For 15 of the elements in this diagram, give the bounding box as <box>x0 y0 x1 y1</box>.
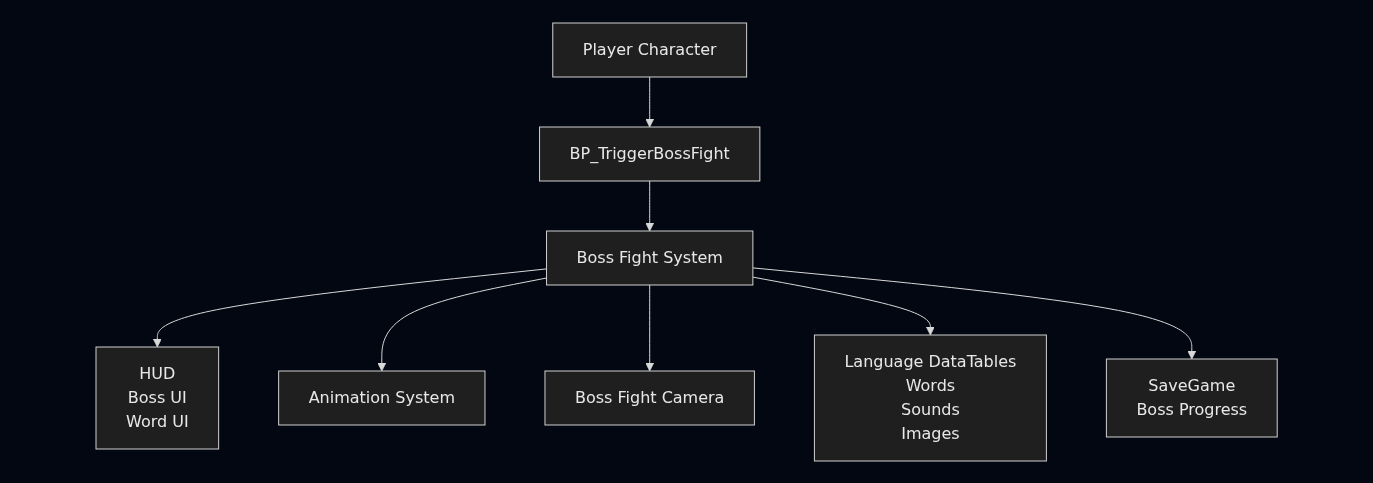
node-box: Boss Fight Camera <box>544 370 755 425</box>
arrow <box>645 180 654 231</box>
arrow <box>377 277 547 371</box>
arrow <box>752 266 1197 359</box>
node-box: Player Character <box>552 22 747 77</box>
arrow <box>752 276 935 335</box>
node-box: HUD Boss UI Word UI <box>95 346 220 449</box>
node-box: BP_TriggerBossFight <box>538 126 761 181</box>
arrow <box>645 76 654 127</box>
arrow <box>152 267 547 347</box>
node-box: Language DataTables Words Sounds Images <box>813 334 1047 461</box>
node-box: Animation System <box>278 370 486 425</box>
node-box: Boss Fight System <box>545 230 754 285</box>
node-box: SaveGame Boss Progress <box>1105 358 1278 437</box>
arrow <box>645 284 654 371</box>
